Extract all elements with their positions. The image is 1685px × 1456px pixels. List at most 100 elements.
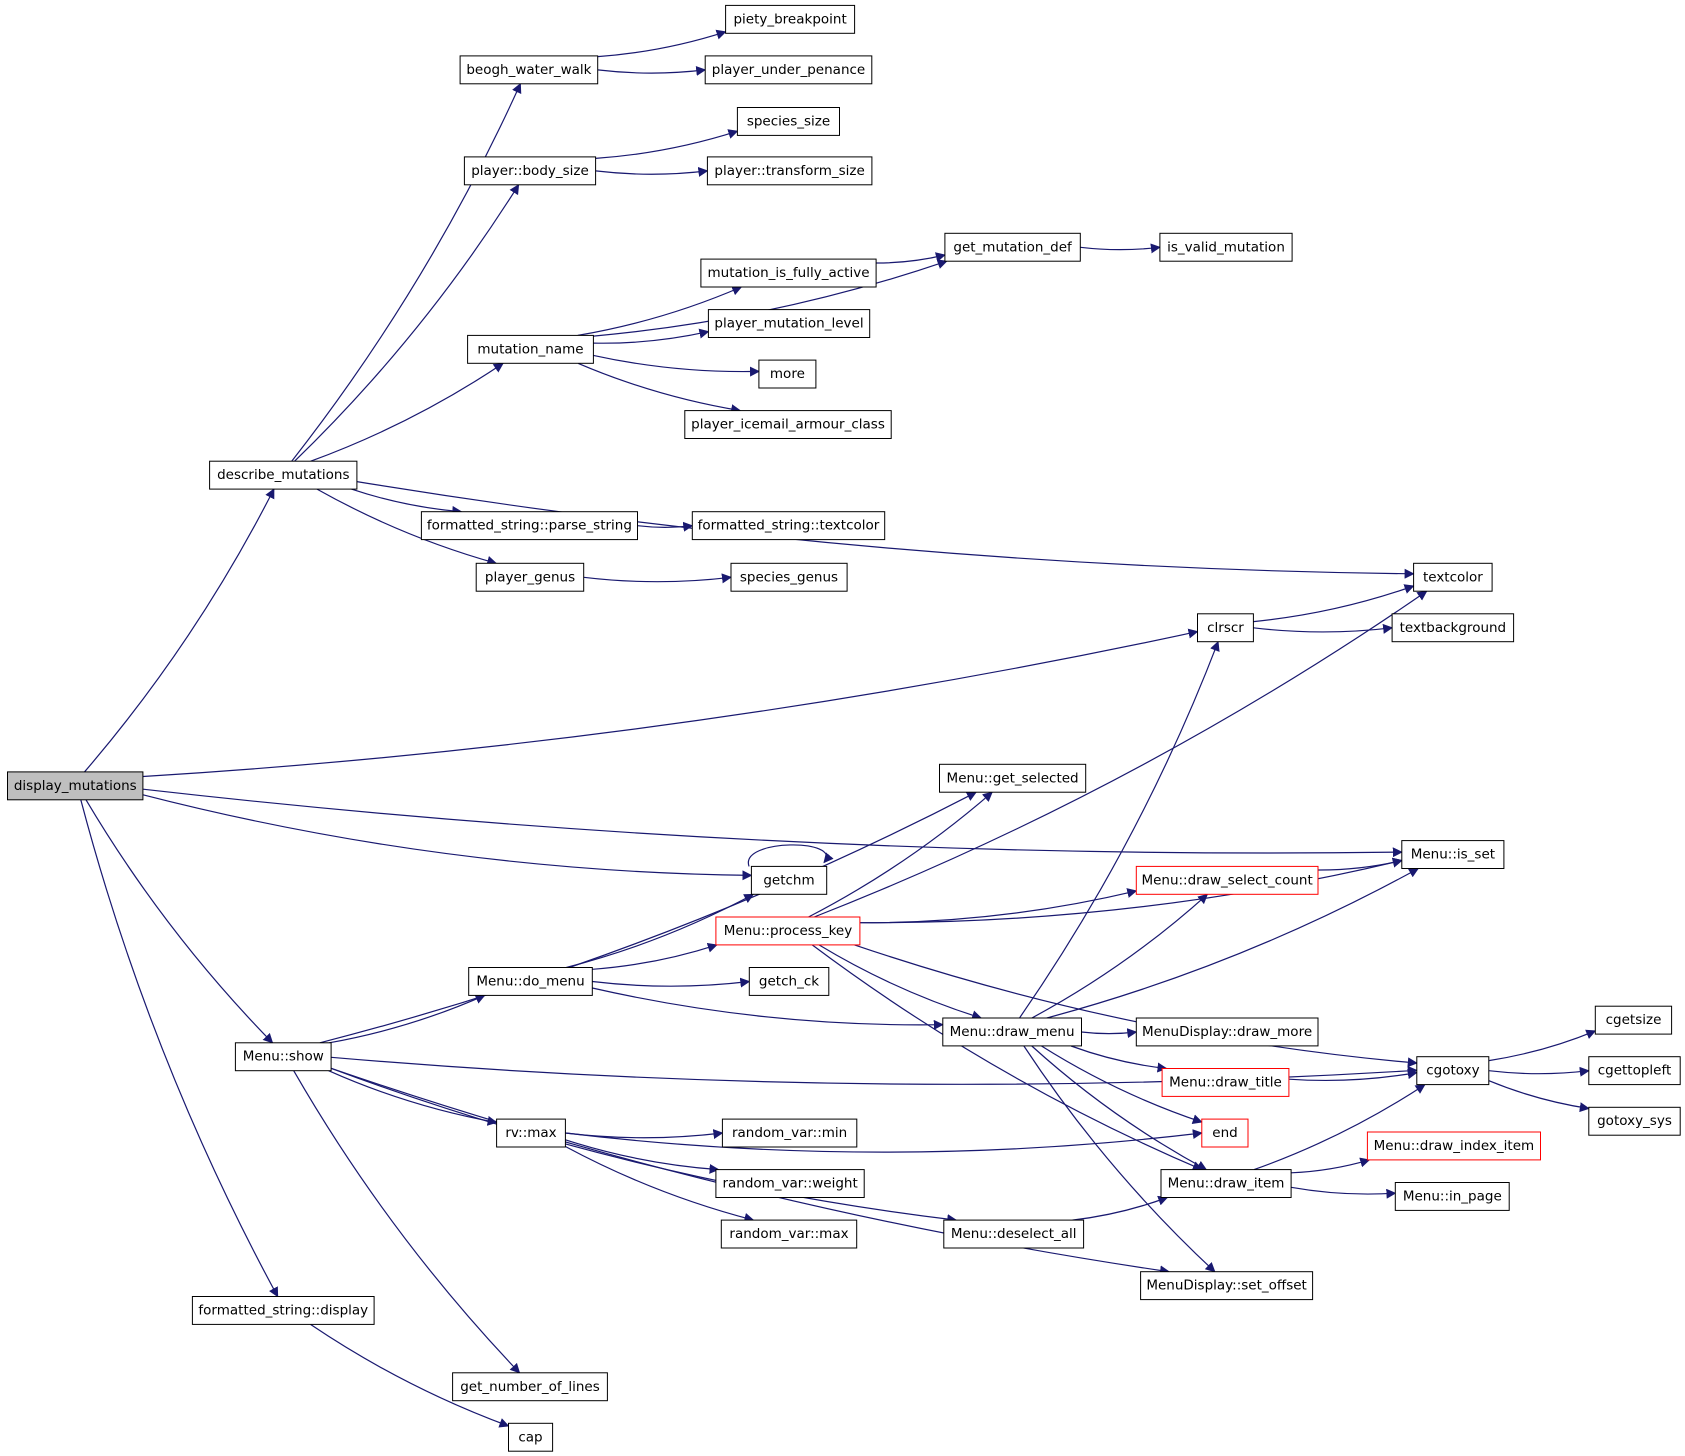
node-layer: display_mutations beogh_water_walk piety_b… [7,4,1681,1452]
node-end: end [1201,1118,1249,1148]
node-label: clrscr [1207,620,1244,636]
node-box [468,967,593,996]
edge-menu-show-to-rv-max [328,1070,498,1126]
node-box [7,771,144,801]
node-label: getch_ck [759,974,819,990]
edge-menu-show-to-menu-do-menu [329,994,486,1044]
edge-menu-deselect-all-to-menu-draw-item [1072,1195,1169,1221]
edge-menu-do-menu-to-getchm [566,893,755,969]
node-is-valid-mutation: is_valid_mutation [1159,232,1293,262]
node-label: Menu::show [243,1049,324,1065]
node-label: random_var::min [732,1125,847,1141]
node-menu-get-selected: Menu::get_selected [939,763,1087,793]
edge-menu-do-menu-to-menu-draw-menu [592,987,944,1030]
edge-describe-mutations-to-beogh-water-walk [291,82,522,462]
node-label: end [1212,1125,1237,1141]
node-box [1588,1106,1681,1136]
node-menu-do-menu: Menu::do_menu [468,967,593,996]
node-label: MenuDisplay::set_offset [1146,1278,1307,1294]
node-box [720,1219,858,1249]
node-box [750,865,828,895]
node-label: species_genus [740,569,838,585]
node-box [748,967,830,996]
node-label: display_mutations [14,778,137,794]
node-box [1201,1118,1249,1148]
node-menu-process-key: Menu::process_key [715,916,861,946]
node-box [1366,1131,1542,1161]
edge-menu-draw-menu-to-menu-draw-item [1031,1045,1208,1171]
node-label: cgettopleft [1598,1063,1672,1079]
node-label: random_var::weight [722,1176,857,1192]
node-player-genus: player_genus [475,562,585,592]
node-menudisplay-draw-more: MenuDisplay::draw_more [1135,1017,1319,1047]
node-box [1135,865,1319,895]
node-cgettopleft: cgettopleft [1588,1056,1681,1086]
edge-describe-mutations-to-player-genus [316,488,498,566]
node-box [700,258,877,288]
edge-menu-do-menu-to-getch-ck [592,977,751,988]
edge-describe-mutations-to-player-body-size [294,184,520,462]
node-label: formatted_string::display [198,1302,368,1318]
edge-mutation-name-to-player-icemail-armour-class [578,362,742,415]
node-beogh-water-walk: beogh_water_walk [459,55,599,85]
edge-describe-mutations-to-fs-parse-string [351,488,463,516]
node-label: player_genus [485,569,575,585]
node-box [684,410,892,440]
node-label: Menu::draw_menu [950,1024,1075,1040]
edge-menu-draw-item-to-menu-draw-index-item [1291,1157,1371,1174]
node-label: Menu::draw_select_count [1141,872,1312,888]
node-label: mutation_name [477,341,583,357]
edge-rv-max-to-end [565,1129,1203,1153]
node-piety-breakpoint: piety_breakpoint [725,4,856,34]
edge-rv-max-to-random-var-weight [565,1139,720,1174]
edge-menu-process-key-to-cgotoxy [854,944,1418,1068]
edge-menu-show-to-get-number-of-lines [293,1070,521,1374]
node-label: beogh_water_walk [466,62,591,78]
edge-cgotoxy-to-cgettopleft [1488,1066,1590,1077]
node-display-mutations: display_mutations [7,771,144,801]
node-label: get_number_of_lines [460,1379,600,1395]
edge-get-mutation-def-to-is-valid-mutation [1080,243,1161,254]
node-box [715,916,861,946]
node-menu-deselect-all: Menu::deselect_all [943,1219,1085,1249]
node-label: more [770,366,805,382]
edge-cgotoxy-to-cgetsize [1488,1029,1597,1062]
node-box [1135,1017,1319,1047]
node-label: Menu::get_selected [947,770,1079,786]
edge-fs-parse-string-to-fs-textcolor [637,521,694,532]
node-box [1588,1056,1681,1086]
node-gotoxy-sys: gotoxy_sys [1588,1106,1681,1136]
edge-layer [80,29,1597,1428]
node-box [939,763,1087,793]
node-box [1140,1271,1314,1301]
node-label: Menu::draw_title [1169,1075,1282,1091]
node-label: is_valid_mutation [1167,239,1285,255]
node-label: cap [518,1429,542,1445]
node-label: Menu::deselect_all [951,1226,1077,1242]
node-more: more [758,359,817,389]
node-box [467,334,594,364]
edge-fs-display-to-cap [310,1323,510,1428]
edge-menu-draw-select-count-to-menu-is-set [1317,857,1403,871]
edge-menu-process-key-to-menu-draw-menu [818,944,983,1021]
node-species-size: species_size [736,107,841,136]
edge-menu-show-to-menu-get-selected [319,791,977,1044]
node-cgotoxy: cgotoxy [1416,1056,1490,1086]
node-box [420,511,638,541]
node-species-genus: species_genus [730,562,848,592]
node-getch-ck: getch_ck [748,967,830,996]
edge-display-mutations-to-getchm [142,794,753,881]
node-cgetsize: cgetsize [1594,1005,1673,1035]
node-label: player_under_penance [712,62,865,78]
edge-menu-process-key-to-menu-get-selected [808,791,993,918]
node-clrscr: clrscr [1197,613,1254,643]
edge-beogh-water-walk-to-piety-breakpoint [597,29,727,58]
node-box [691,511,886,541]
node-random-var-weight: random_var::weight [715,1169,865,1198]
node-box [1416,1056,1490,1086]
node-box [234,1042,332,1072]
node-label: cgetsize [1606,1012,1662,1028]
node-box [475,562,585,592]
edge-mutation-name-to-more [593,354,760,377]
